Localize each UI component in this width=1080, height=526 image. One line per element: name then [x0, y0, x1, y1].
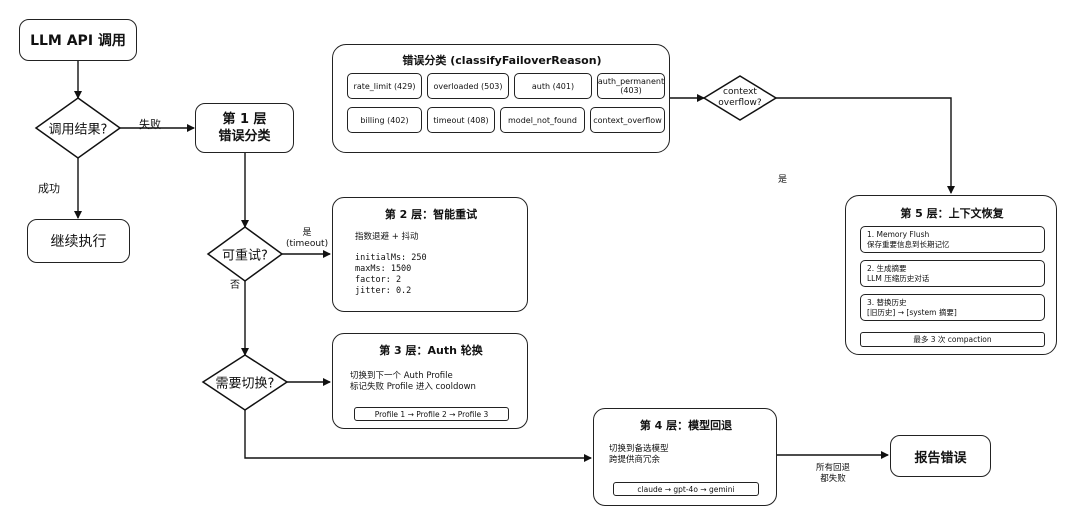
result-decision-shape: [34, 97, 122, 159]
reason-auth: auth (401): [514, 73, 592, 99]
step-line1: 3. 替换历史: [867, 298, 907, 307]
retry-yes-text: 是: [302, 228, 312, 238]
edge-success-label: 成功: [38, 182, 60, 195]
layer2-param-factor: factor: 2: [355, 275, 402, 285]
reason-rate-limit: rate_limit (429): [347, 73, 422, 99]
reason-label: model_not_found: [508, 115, 577, 125]
reason-context-overflow: context_overflow: [590, 107, 665, 133]
reason-label: auth_permanent (403): [597, 77, 665, 95]
reason-timeout: timeout (408): [427, 107, 495, 133]
edge-retry-yes-label: 是 (timeout): [286, 228, 328, 250]
reason-auth-permanent: auth_permanent (403): [597, 73, 665, 99]
classify-title: 错误分类 (classifyFailoverReason): [402, 54, 602, 67]
all-fail-line2: 都失败: [820, 474, 846, 484]
layer4-title: 第 4 层：模型回退: [639, 419, 733, 432]
step-line1: 1. Memory Flush: [867, 230, 930, 239]
step-line2: [旧历史] → [system 摘要]: [867, 307, 957, 317]
layer5-panel: 第 5 层：上下文恢复 1. Memory Flush 保存重要信息到长期记忆 …: [845, 195, 1057, 355]
layer1-title: 第 1 层: [222, 112, 267, 127]
retry-decision-shape: [206, 226, 284, 282]
layer5-title: 第 5 层：上下文恢复: [900, 207, 1004, 220]
reason-billing: billing (402): [347, 107, 422, 133]
context-decision-label: context overflow?: [718, 87, 761, 109]
step-line2: LLM 压缩历史对话: [867, 273, 930, 283]
layer2-param-initial: initialMs: 250: [355, 253, 427, 263]
reason-label: auth (401): [531, 81, 575, 91]
layer2-param-jitter: jitter: 0.2: [355, 286, 412, 296]
result-decision-label: 调用结果?: [48, 122, 108, 138]
edge-fail-label: 失败: [139, 118, 161, 131]
reason-label: overloaded (503): [433, 81, 503, 91]
layer4-chain-label: claude → gpt-4o → gemini: [637, 484, 735, 494]
edge-all-fail-label: 所有回退 都失败: [816, 463, 850, 485]
arrow-context-to-layer5: [774, 97, 955, 194]
edge-retry-no-label: 否: [230, 280, 240, 291]
report-label: 报告错误: [914, 450, 967, 466]
context-label-line2: overflow?: [718, 98, 762, 108]
layer2-title: 第 2 层：智能重试: [384, 208, 478, 221]
context-decision-shape: [702, 75, 778, 121]
reason-overloaded: overloaded (503): [427, 73, 509, 99]
layer4-panel: 第 4 层：模型回退 切换到备选模型 跨提供商冗余 claude → gpt-4…: [593, 408, 777, 506]
continue-node: 继续执行: [27, 219, 130, 263]
retry-yes-note: (timeout): [286, 239, 329, 249]
layer2-line1: 指数退避 + 抖动: [355, 232, 419, 242]
layer4-line1: 切换到备选模型: [609, 444, 669, 454]
start-node: LLM API 调用: [19, 19, 137, 61]
layer4-model-chain: claude → gpt-4o → gemini: [613, 482, 759, 496]
reason-label: timeout (408): [433, 115, 489, 125]
layer5-limit-label: 最多 3 次 compaction: [913, 335, 992, 344]
layer3-panel: 第 3 层：Auth 轮换 切换到下一个 Auth Profile 标记失败 P…: [332, 333, 528, 429]
arrow-switch-to-layer4: [244, 410, 592, 462]
layer5-limit: 最多 3 次 compaction: [860, 332, 1045, 347]
context-label-line1: context: [723, 87, 757, 97]
layer4-line2: 跨提供商冗余: [609, 455, 661, 465]
layer5-step-summary: 2. 生成摘要 LLM 压缩历史对话: [860, 260, 1045, 287]
reason-label: rate_limit (429): [353, 81, 416, 91]
switch-decision-label: 需要切换?: [215, 376, 275, 392]
step-line2: 保存重要信息到长期记忆: [867, 239, 950, 249]
layer1-subtitle: 错误分类: [218, 129, 271, 144]
layer3-profile-chain: Profile 1 → Profile 2 → Profile 3: [354, 407, 509, 421]
retry-decision-label: 可重试?: [222, 248, 268, 264]
all-fail-line1: 所有回退: [816, 463, 851, 473]
classify-panel: 错误分类 (classifyFailoverReason) rate_limit…: [332, 44, 670, 153]
layer1-node: 第 1 层 错误分类: [195, 103, 294, 153]
layer3-line2: 标记失败 Profile 进入 cooldown: [350, 382, 476, 392]
reason-label: billing (402): [360, 115, 409, 125]
report-node: 报告错误: [890, 435, 991, 477]
reason-label: context_overflow: [593, 115, 662, 125]
reason-model-not-found: model_not_found: [500, 107, 585, 133]
step-line1: 2. 生成摘要: [867, 264, 907, 273]
continue-label: 继续执行: [50, 234, 107, 250]
switch-decision-shape: [201, 354, 289, 411]
edge-context-yes-label: 是: [778, 175, 788, 185]
layer3-title: 第 3 层：Auth 轮换: [379, 344, 483, 357]
layer3-chain-label: Profile 1 → Profile 2 → Profile 3: [374, 409, 489, 419]
start-label: LLM API 调用: [30, 33, 126, 49]
layer2-panel: 第 2 层：智能重试 指数退避 + 抖动 initialMs: 250 maxM…: [332, 197, 528, 312]
layer5-step-memory-flush: 1. Memory Flush 保存重要信息到长期记忆: [860, 226, 1045, 253]
layer2-param-max: maxMs: 1500: [355, 264, 412, 274]
layer5-step-replace-history: 3. 替换历史 [旧历史] → [system 摘要]: [860, 294, 1045, 321]
layer3-line1: 切换到下一个 Auth Profile: [350, 371, 453, 381]
